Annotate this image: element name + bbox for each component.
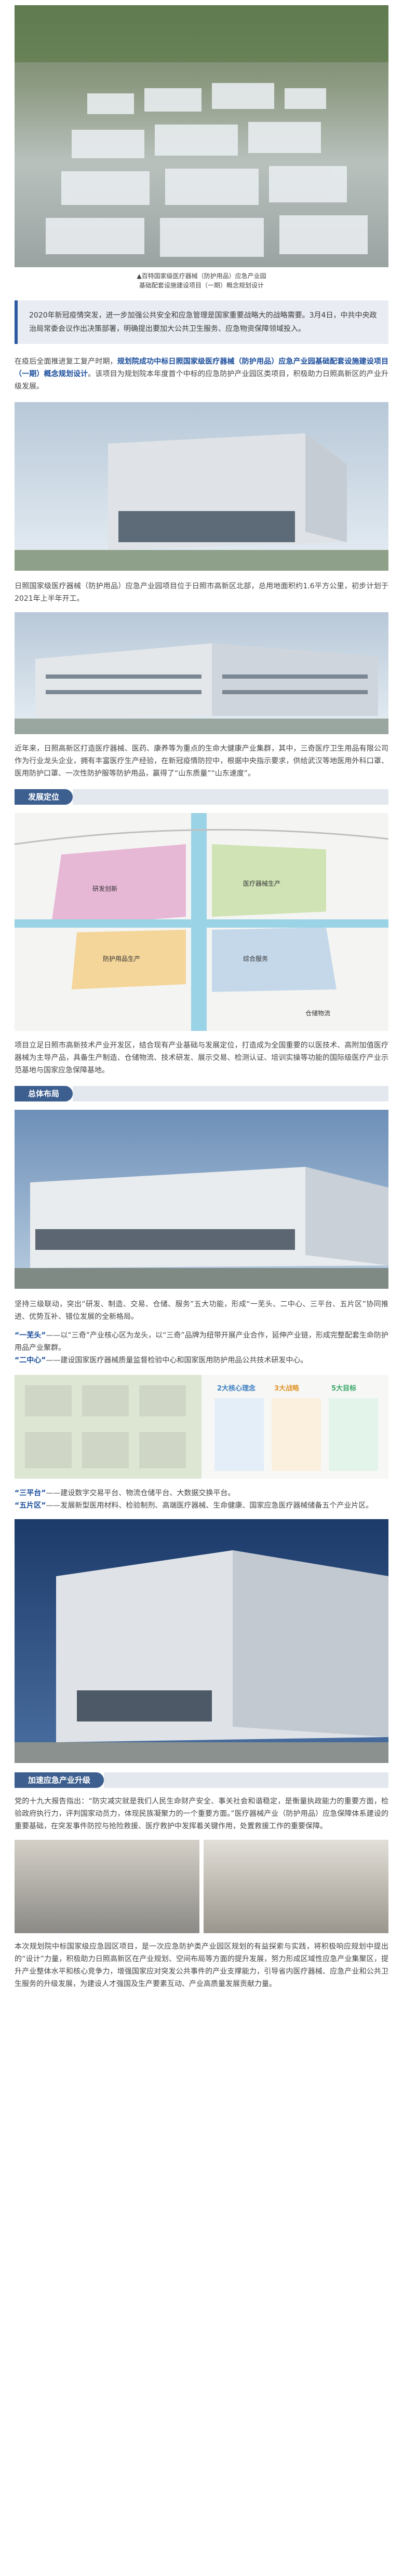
aerial-rendering [15, 5, 388, 267]
intro-quote: 2020年新冠疫情突发，进一步加强公共安全和应急管理是国家重要战略大的战略需要。… [15, 300, 388, 344]
image-caption-line1: ▲百特国家级医疗器械（防护用品）应急产业园 [137, 272, 266, 280]
map-label-service: 综合服务 [243, 955, 268, 962]
image-caption-line2: 基础配套设施建设项目（一期）概念规划设计 [139, 282, 264, 289]
paragraph-7: “三平台”——建设数字交易平台、物流仓储平台、大数据交换平台。“五片区”——发展… [15, 1489, 373, 1510]
map-label-device: 医疗器械生产 [243, 879, 280, 887]
section-header-layout: 总体布局 [15, 1086, 388, 1101]
building-rendering-2 [15, 612, 388, 734]
paragraph-5: 坚持三级联动，突出“研发、制造、交易、仓储、服务”五大功能，形成“一芜头、二中心… [15, 1300, 388, 1321]
office-photos [15, 1840, 388, 1933]
aerial-rendering-art [15, 5, 388, 257]
section-title: 总体布局 [15, 1086, 73, 1101]
diagram-col2: 3大战略 [274, 1384, 300, 1393]
map-label-rnd: 研发创新 [92, 885, 117, 892]
building-rendering-3 [15, 1519, 388, 1763]
building-rendering-1 [15, 402, 388, 571]
layout-rendering-art [15, 1167, 388, 1289]
paragraph-3: 近年来，日照高新区打造医疗器械、医药、康养等为重点的生命大健康产业集群，其中，三… [15, 745, 388, 778]
positioning-map: 研发创新 医疗器械生产 防护用品生产 综合服务 仓储物流 [15, 813, 388, 1031]
building-rendering-2-art [15, 643, 388, 734]
planning-diagram: 2大核心理念 3大战略 5大目标 [15, 1375, 388, 1479]
section-title: 加速应急产业升级 [15, 1772, 104, 1788]
office-photo-1 [15, 1840, 199, 1933]
section-header-upgrade: 加速应急产业升级 [15, 1772, 388, 1788]
paragraph-1: 在疫后全面推进复工复产时期，规划院成功中标日照国家级医疗器械（防护用品）应急产业… [15, 357, 389, 391]
paragraph-4: 项目立足日照市高新技术产业开发区，结合现有产业基础与发展定位，打造成为全国重要的… [15, 1041, 388, 1075]
building-rendering-3-art [15, 1550, 388, 1763]
diagram-col3: 5大目标 [331, 1384, 356, 1393]
office-photo-2 [204, 1840, 388, 1933]
planning-diagram-art: 2大核心理念 3大战略 5大目标 [15, 1375, 378, 1479]
paragraph-8: 党的十九大报告指出：“防灾减灾就是我们人民生命财产安全、事关社会和谐稳定，是衡量… [15, 1797, 388, 1830]
paragraph-2: 日照国家级医疗器械（防护用品）应急产业园项目位于日照市高新区北部，总用地面积约1… [15, 582, 388, 603]
positioning-map-art: 研发创新 医疗器械生产 防护用品生产 综合服务 仓储物流 [15, 813, 388, 1031]
map-label-protective: 防护用品生产 [103, 955, 140, 962]
section-header-positioning: 发展定位 [15, 789, 388, 805]
layout-rendering [15, 1110, 388, 1289]
paragraph-6: “一芜头”——以“三奇”产业核心区为龙头，以“三奇”品牌为纽带开展产业合作，延伸… [15, 1331, 388, 1365]
paragraph-9: 本次规划院中标国家级应急园区项目，是一次应急防护类产业园区规划的有益探索与实践，… [15, 1943, 388, 1988]
building-rendering-1-art [15, 433, 388, 571]
diagram-col1: 2大核心理念 [217, 1384, 256, 1393]
section-title: 发展定位 [15, 789, 73, 805]
map-label-logistics: 仓储物流 [305, 1009, 330, 1017]
